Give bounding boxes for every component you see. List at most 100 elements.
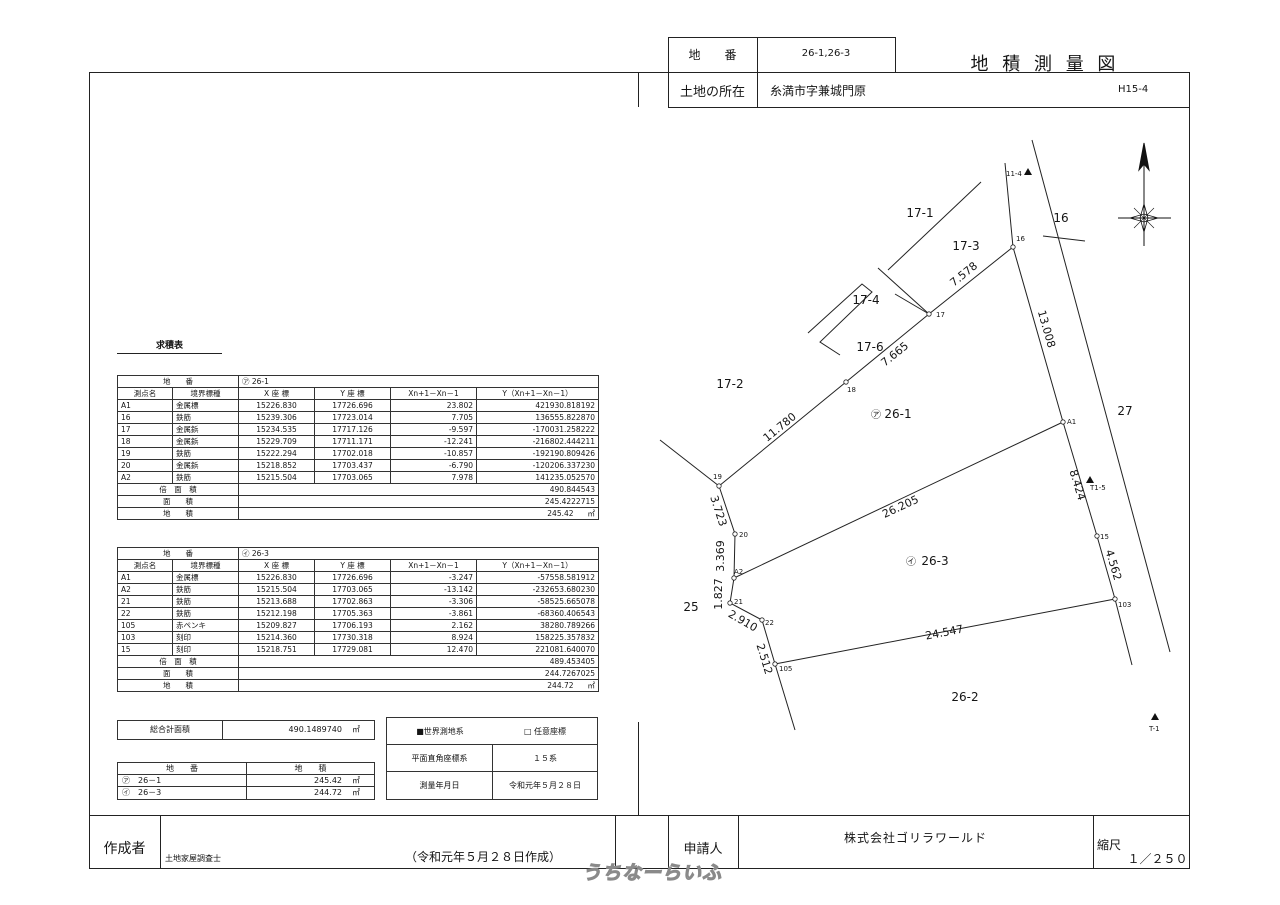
lot-label: 17-1: [906, 206, 933, 220]
summary-chiban-26-3: ㋑ 26－3: [118, 787, 247, 799]
survey-point-marker: [727, 600, 733, 606]
lot-label: 17-6: [856, 340, 883, 354]
area-table-title: 求積表: [117, 338, 222, 354]
land-area-value: 244.72 ㎡: [237, 679, 600, 692]
summary-area-number: 244.72: [314, 788, 342, 797]
lot-label: 25: [683, 600, 698, 614]
boundary-north: [718, 246, 1014, 487]
area-unit: ㎡: [587, 509, 596, 518]
boundary-south: [774, 598, 1116, 665]
land-area-number: 244.72: [547, 681, 574, 690]
lot-label: 17-4: [852, 293, 879, 307]
footer-divider: [738, 815, 739, 869]
road-edge-right: [1031, 139, 1171, 653]
creation-date: （令和元年５月２８日作成）: [405, 850, 562, 864]
distance-label: 2.512: [754, 642, 776, 676]
area-unit: ㎡: [352, 725, 360, 734]
footer-divider: [668, 815, 669, 869]
benchmark-label: T1-5: [1089, 484, 1106, 492]
location-value: 糸満市字兼城門原: [770, 84, 867, 98]
boundary-lot-17-4: [807, 283, 873, 356]
lot-label-26-1: 26-1: [884, 407, 911, 421]
lot-label: 27: [1117, 404, 1132, 418]
distance-label: 1.827: [712, 578, 725, 610]
summary-chiban-26-1: ㋐ 26－1: [118, 775, 247, 787]
distance-label: 13.008: [1035, 309, 1058, 350]
distance-label: 11.780: [761, 410, 799, 444]
point-label: A2: [734, 568, 743, 576]
survey-date-value: 令和元年５月２８日: [509, 781, 581, 790]
survey-point-marker: [731, 575, 737, 581]
survey-point-marker: [1010, 244, 1016, 250]
area-unit: ㎡: [352, 776, 360, 785]
survey-point-marker: [1094, 533, 1100, 539]
plane-system-value: １５系: [493, 745, 597, 772]
author-label: 作成者: [103, 841, 146, 857]
benchmark-label: 11-4: [1006, 170, 1022, 178]
header-bottom-line: [668, 107, 1190, 108]
chiban-value: 26-1,26-3: [801, 48, 851, 59]
boundary-lot-17-6: [894, 293, 930, 315]
scale-value: １／２５０: [1127, 852, 1188, 866]
survey-date-label: 測量年月日: [387, 772, 493, 799]
point-label: 16: [1016, 235, 1025, 243]
chiban-label: 地 番: [688, 48, 737, 62]
benchmark-label: T-1: [1148, 725, 1160, 733]
point-label: 105: [779, 665, 792, 673]
point-label: 22: [765, 619, 774, 627]
summary-header-area: 地 積: [247, 763, 374, 775]
footer-top-line: [89, 815, 1190, 816]
header-divider: [668, 37, 669, 107]
summary-area-26-3: 244.72 ㎡: [247, 787, 374, 799]
scale-label: 縮尺: [1096, 838, 1121, 852]
road-edge-left: [1004, 162, 1133, 666]
benchmark-triangle-icon: [1151, 713, 1159, 720]
distance-label: 26.205: [880, 493, 920, 521]
distance-label: 3.369: [714, 540, 727, 572]
survey-point-marker: [926, 311, 932, 317]
distance-label: 3.723: [707, 494, 729, 528]
total-area-label: 総合計面積: [118, 721, 223, 739]
area-unit: ㎡: [352, 788, 360, 797]
survey-point-marker: [716, 483, 722, 489]
point-label: 18: [847, 386, 856, 394]
boundary-lot-16: [1042, 235, 1086, 242]
summary-area-26-1: 245.42 ㎡: [247, 775, 374, 787]
summary-area-number: 245.42: [314, 776, 342, 785]
boundary-west: [718, 485, 796, 731]
survey-point-marker: [759, 617, 765, 623]
point-label: 21: [734, 598, 743, 606]
benchmark-triangle-icon: [1086, 476, 1094, 483]
lot-label: 17-3: [952, 239, 979, 253]
distance-label: 7.578: [947, 259, 980, 289]
point-label: 15: [1100, 533, 1109, 541]
header-divider: [895, 37, 896, 72]
boundary-lot-17-1: [887, 181, 982, 271]
lot-symbol: ㋐: [871, 409, 881, 421]
benchmark-triangle-icon: [1024, 168, 1032, 175]
page-title: 地 積 測 量 図: [970, 54, 1120, 75]
lot-label: 16: [1053, 211, 1068, 225]
point-label: A1: [1067, 418, 1076, 426]
fold-line: [638, 72, 639, 107]
footer-divider: [615, 815, 616, 869]
area-unit: ㎡: [587, 681, 596, 690]
total-area-number: 490.1489740: [288, 725, 342, 734]
header-divider: [757, 37, 758, 107]
distance-label: 24.547: [924, 623, 964, 643]
